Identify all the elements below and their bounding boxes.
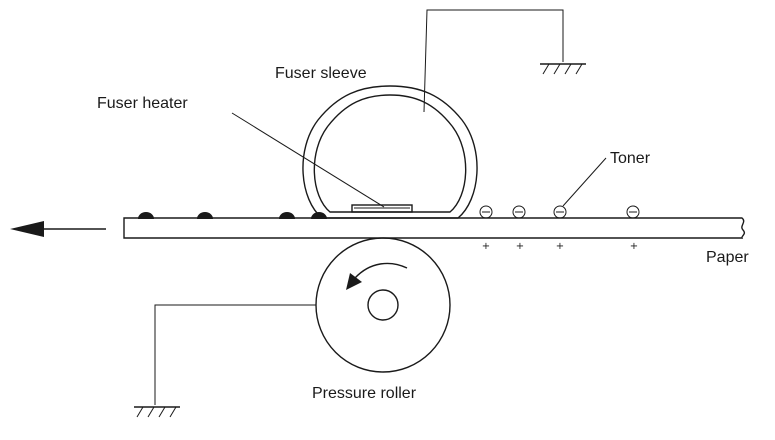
- positive-charge: +: [630, 241, 638, 252]
- sleeve-ground-wire: [423, 9, 564, 113]
- positive-charge: +: [482, 241, 490, 252]
- paper-sheet: [123, 217, 746, 239]
- toner-leader: [562, 157, 607, 207]
- toner-charges: [479, 205, 640, 219]
- fuser-sleeve: [302, 85, 478, 219]
- ground-icon: [540, 63, 586, 75]
- positive-charges: + + + +: [482, 241, 638, 252]
- rotation-arrow-icon: [346, 262, 408, 290]
- paper-feed-arrow-icon: [10, 221, 106, 237]
- pressure-roller-label: Pressure roller: [312, 385, 417, 402]
- fuser-sleeve-label: Fuser sleeve: [275, 65, 367, 82]
- roller-ground-wire: [154, 304, 316, 405]
- positive-charge: +: [516, 241, 524, 252]
- fuser-heater: [351, 204, 413, 213]
- pressure-roller: [315, 237, 451, 373]
- fuser-heater-leader: [231, 112, 385, 208]
- fuser-heater-label: Fuser heater: [97, 95, 188, 112]
- ground-icon: [134, 406, 180, 418]
- toner-label: Toner: [610, 150, 651, 167]
- positive-charge: +: [556, 241, 564, 252]
- paper-label: Paper: [706, 249, 749, 266]
